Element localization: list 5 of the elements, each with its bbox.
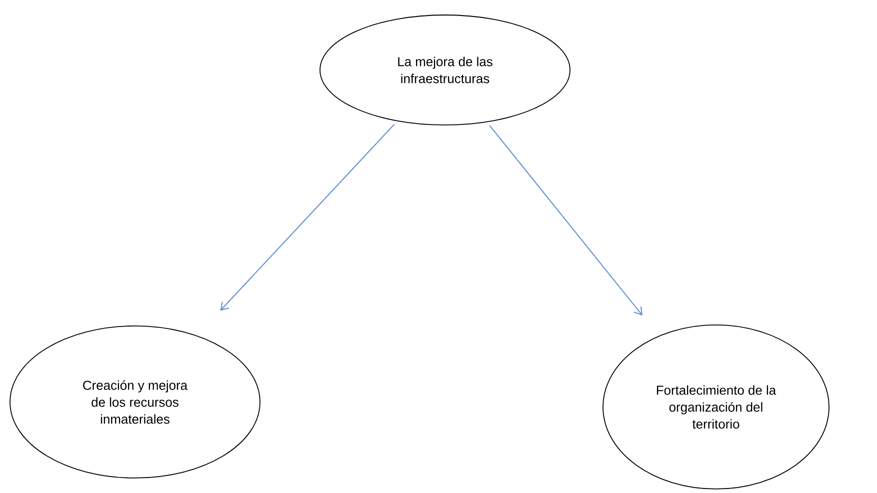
- arrow: [489, 124, 642, 316]
- arrow: [220, 124, 395, 311]
- ellipse-node: Fortalecimiento de la organización del territorio: [602, 324, 830, 490]
- ellipse-node: Creación y mejora de los recursos inmateriales: [10, 326, 260, 478]
- ellipse-node: La mejora de las infraestructuras: [320, 14, 570, 126]
